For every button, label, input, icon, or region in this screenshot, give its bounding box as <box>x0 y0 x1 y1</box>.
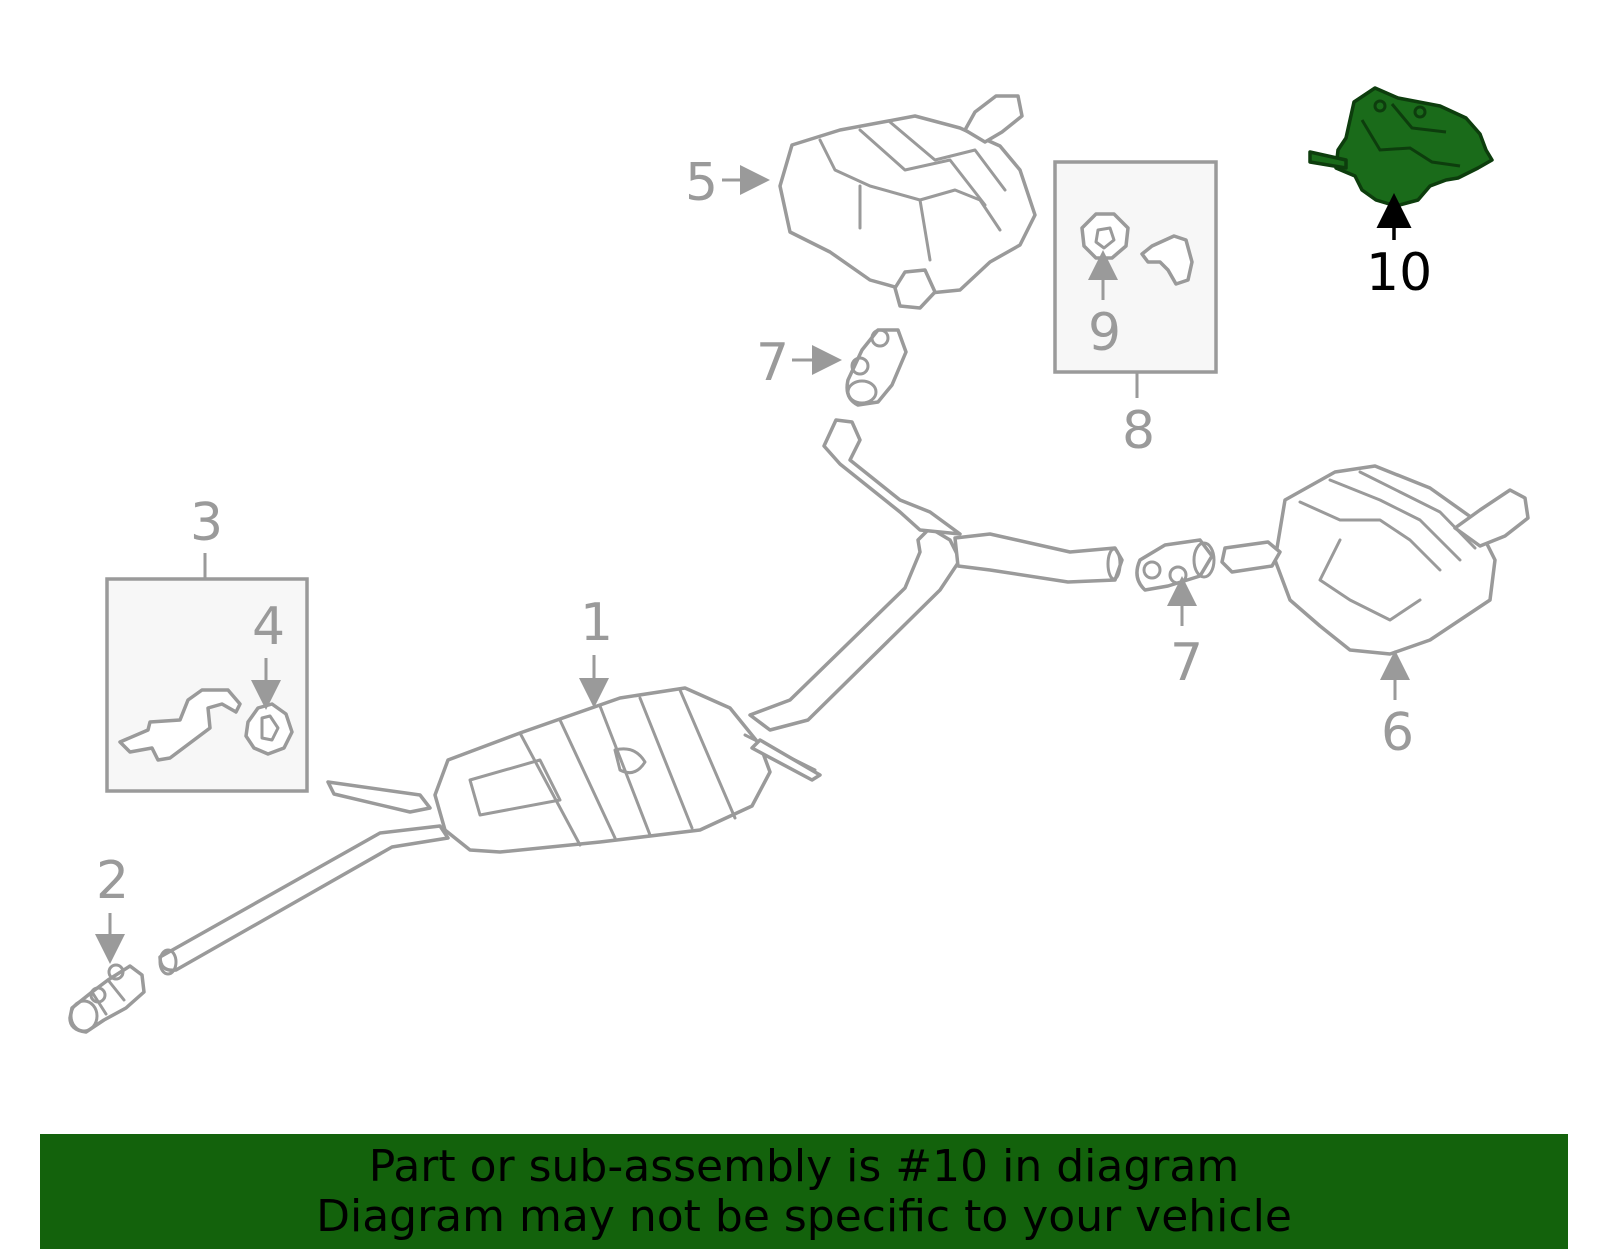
callout-9: 9 <box>1088 303 1121 363</box>
part-9-hanger[interactable] <box>1080 212 1194 286</box>
part-7-clamp-upper[interactable] <box>845 328 908 407</box>
callout-7-upper: 7 <box>756 333 789 393</box>
callout-8: 8 <box>1122 401 1155 461</box>
callout-2: 2 <box>96 851 129 911</box>
part-7-clamp-lower[interactable] <box>1135 538 1216 592</box>
callout-7-lower: 7 <box>1170 633 1203 693</box>
part-5-rear-muffler[interactable] <box>778 94 1037 310</box>
part-6-rear-muffler[interactable] <box>1220 464 1530 656</box>
banner-line-1: Part or sub-assembly is #10 in diagram <box>368 1140 1240 1192</box>
part-2-clamp[interactable] <box>68 963 146 1034</box>
info-banner: Part or sub-assembly is #10 in diagram D… <box>40 1134 1568 1249</box>
callout-1: 1 <box>580 593 613 653</box>
part-10-highlighted[interactable] <box>1308 86 1494 208</box>
callout-4: 4 <box>252 597 285 657</box>
callout-6: 6 <box>1381 703 1414 763</box>
callout-3: 3 <box>190 493 223 553</box>
callout-5: 5 <box>685 153 718 213</box>
part-1-front-pipe-muffler[interactable] <box>158 686 822 976</box>
callout-10: 10 <box>1366 243 1432 303</box>
part-3-bracket[interactable] <box>118 688 242 762</box>
intermediate-pipe[interactable] <box>748 418 1124 732</box>
banner-line-2: Diagram may not be specific to your vehi… <box>316 1190 1292 1242</box>
